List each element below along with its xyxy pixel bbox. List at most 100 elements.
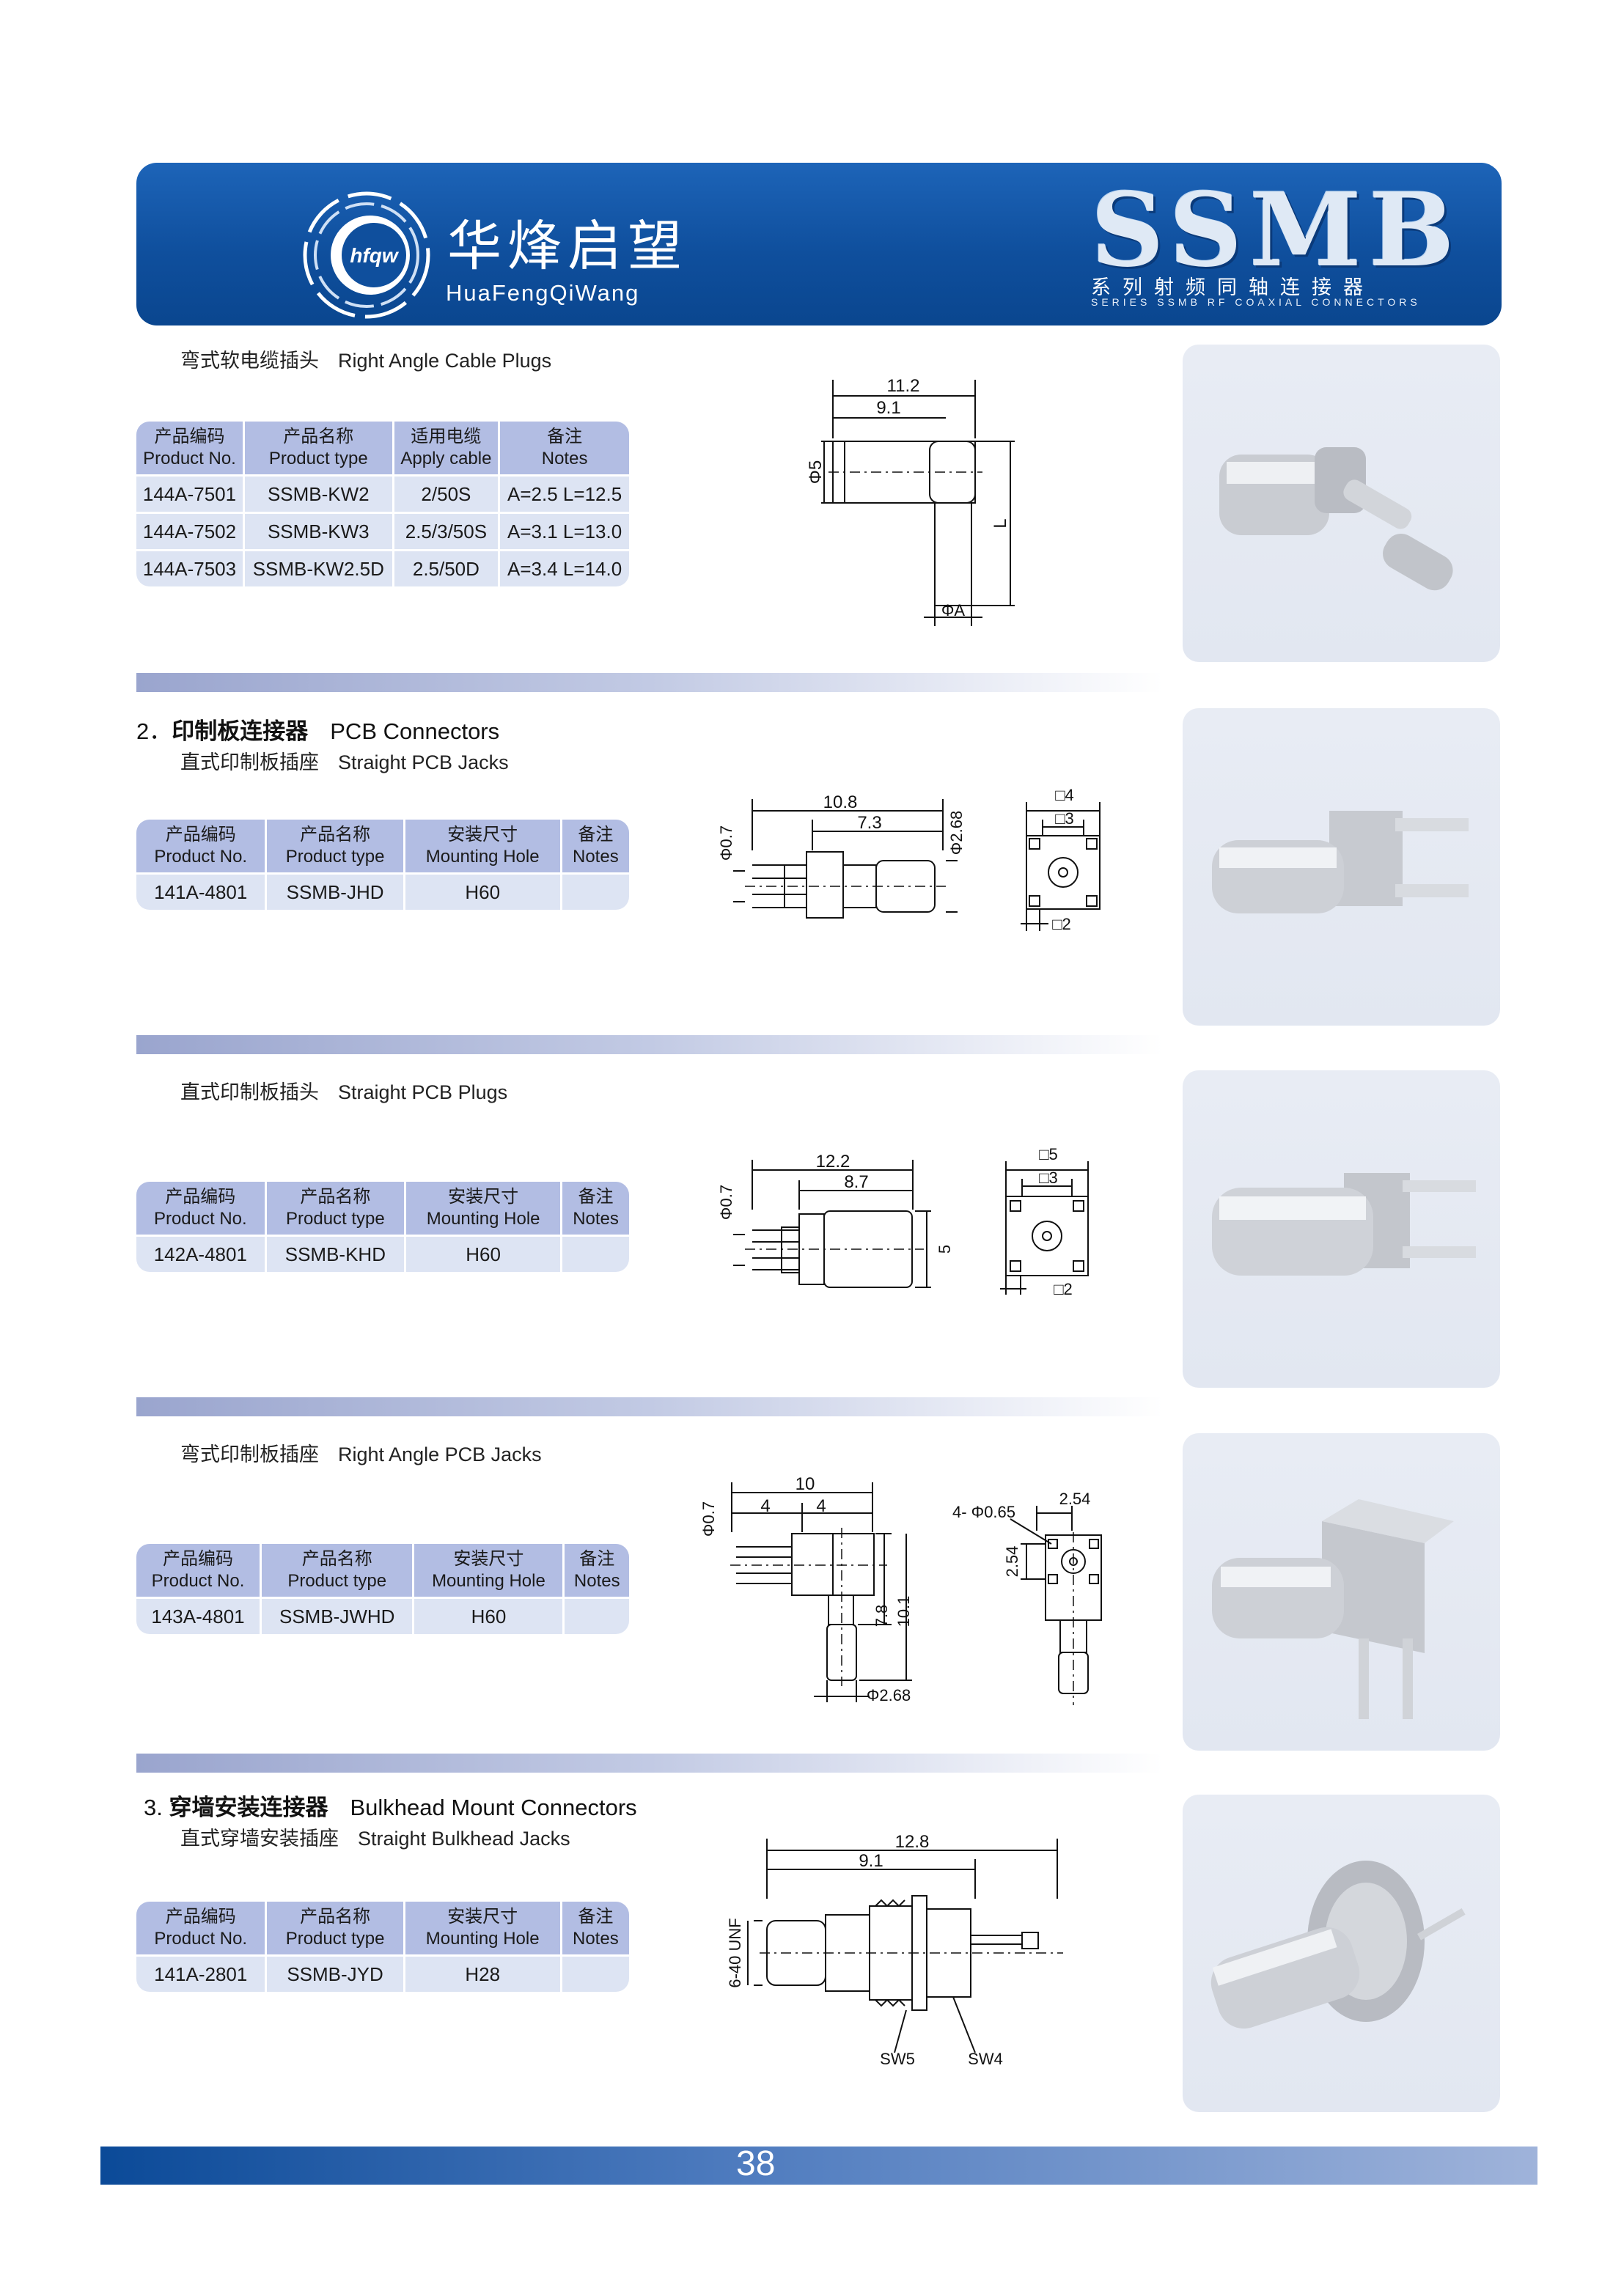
dim-hole-spec: 4- Φ0.65 — [952, 1503, 1015, 1521]
footprint-drawing: □4 □3 □2 — [1021, 786, 1101, 933]
dim-sw5: SW5 — [880, 2050, 915, 2067]
dim-pitch-horizontal: 2.54 — [1059, 1490, 1091, 1508]
dim-diameter: 5 — [936, 1245, 954, 1254]
dim-body-length: 7.3 — [857, 813, 881, 833]
series-subtitle-cn: 系列射频同轴连接器 — [1091, 276, 1375, 298]
dim-overall-length: 10 — [796, 1474, 815, 1494]
cell-notes: A=2.5 L=12.5 — [500, 474, 629, 512]
dim-height-10-1: 10.1 — [894, 1596, 913, 1627]
right-angle-plug-image — [1219, 447, 1453, 591]
caption-en: Straight Bulkhead Jacks — [358, 1828, 570, 1850]
caption-cn: 直式穿墙安装插座 — [180, 1828, 339, 1850]
dim-square-3: □3 — [1055, 809, 1074, 828]
cell-notes: A=3.1 L=13.0 — [500, 512, 629, 549]
cell-notes — [562, 872, 629, 910]
dim-square-3: □3 — [1039, 1169, 1058, 1187]
cell-mounting-hole: H60 — [405, 872, 562, 910]
cell-product-no: 143A-4801 — [136, 1597, 262, 1634]
cell-mounting-hole: H60 — [414, 1597, 565, 1634]
cell-product-no: 144A-7502 — [136, 512, 245, 549]
cell-product-no: 141A-4801 — [136, 872, 268, 910]
caption-cn: 直式印制板插头 — [180, 1081, 319, 1103]
company-logo: hfqw — [303, 191, 430, 319]
series-title: SSMB — [1091, 170, 1462, 290]
dim-overall-length: 10.8 — [823, 792, 858, 812]
brand-name-cn: 华烽启望 — [447, 215, 688, 278]
caption-en: Straight PCB Jacks — [338, 751, 509, 773]
section-divider — [136, 1397, 1163, 1416]
product-photo — [1183, 1795, 1500, 2112]
section-title-cn: 印制板连接器 — [172, 718, 309, 744]
section-caption: 直式穿墙安装插座 Straight Bulkhead Jacks — [180, 1822, 570, 1851]
section-divider — [136, 1035, 1163, 1054]
footprint-drawing: 4- Φ0.65 2.54 2.54 — [952, 1490, 1102, 1705]
caption-cn: 弯式软电缆插头 — [180, 350, 319, 372]
cell-mounting-hole: H28 — [405, 1954, 562, 1992]
dim-square-2: □2 — [1054, 1280, 1073, 1298]
section-divider — [136, 673, 1163, 692]
dim-pitch-right: 4 — [816, 1496, 826, 1516]
dim-pitch-vertical: 2.54 — [1003, 1546, 1021, 1578]
page-number: 38 — [736, 2144, 776, 2183]
product-photo — [1183, 1070, 1500, 1388]
cell-notes — [565, 1597, 629, 1634]
logo-text: hfqw — [350, 244, 400, 267]
cell-notes — [562, 1235, 629, 1272]
cell-product-type: SSMB-KW2.5D — [245, 549, 394, 586]
section-number: 3. — [144, 1795, 163, 1820]
series-subtitle-en: SERIES SSMB RF COAXIAL CONNECTORS — [1091, 296, 1421, 308]
dimension-drawing: 10.8 7.3 Φ0.7 Φ2.68 — [717, 792, 966, 919]
bulkhead-jack-image — [1210, 1861, 1466, 2029]
cell-apply-cable: 2.5/50D — [394, 549, 501, 586]
cell-mounting-hole: H60 — [406, 1235, 563, 1272]
cell-product-no: 144A-7503 — [136, 549, 245, 586]
dim-pin-diameter: Φ0.7 — [717, 1185, 735, 1220]
table-row: 144A-7501 SSMB-KW2 2/50S A=2.5 L=12.5 — [136, 474, 629, 512]
dim-length-l: L — [991, 518, 1010, 528]
section-number: 2． — [136, 718, 172, 744]
cell-apply-cable: 2.5/3/50S — [394, 512, 501, 549]
straight-pcb-jack-image — [1212, 811, 1469, 913]
dimension-drawing: 11.2 9.1 Φ5 L ΦA — [806, 376, 1015, 626]
dim-body-length: 8.7 — [844, 1172, 868, 1192]
dim-sw4: SW4 — [968, 2050, 1003, 2067]
footprint-drawing: □5 □3 □2 — [1000, 1145, 1089, 1298]
cell-product-no: 144A-7501 — [136, 474, 245, 512]
cell-product-type: SSMB-KW3 — [245, 512, 394, 549]
section-divider — [136, 1754, 1163, 1773]
dim-square-4: □4 — [1055, 786, 1074, 804]
dim-square-5: □5 — [1039, 1145, 1058, 1163]
footer-bar — [100, 2147, 1537, 2185]
table-row: 141A-4801 SSMB-JHD H60 — [136, 872, 629, 910]
cell-product-type: SSMB-KHD — [266, 1235, 407, 1272]
dim-overall-length: 12.2 — [816, 1152, 850, 1171]
cell-notes — [562, 1954, 629, 1992]
dim-front-length: 9.1 — [859, 1851, 883, 1871]
table-row: 144A-7503 SSMB-KW2.5D 2.5/50D A=3.4 L=14… — [136, 549, 629, 586]
